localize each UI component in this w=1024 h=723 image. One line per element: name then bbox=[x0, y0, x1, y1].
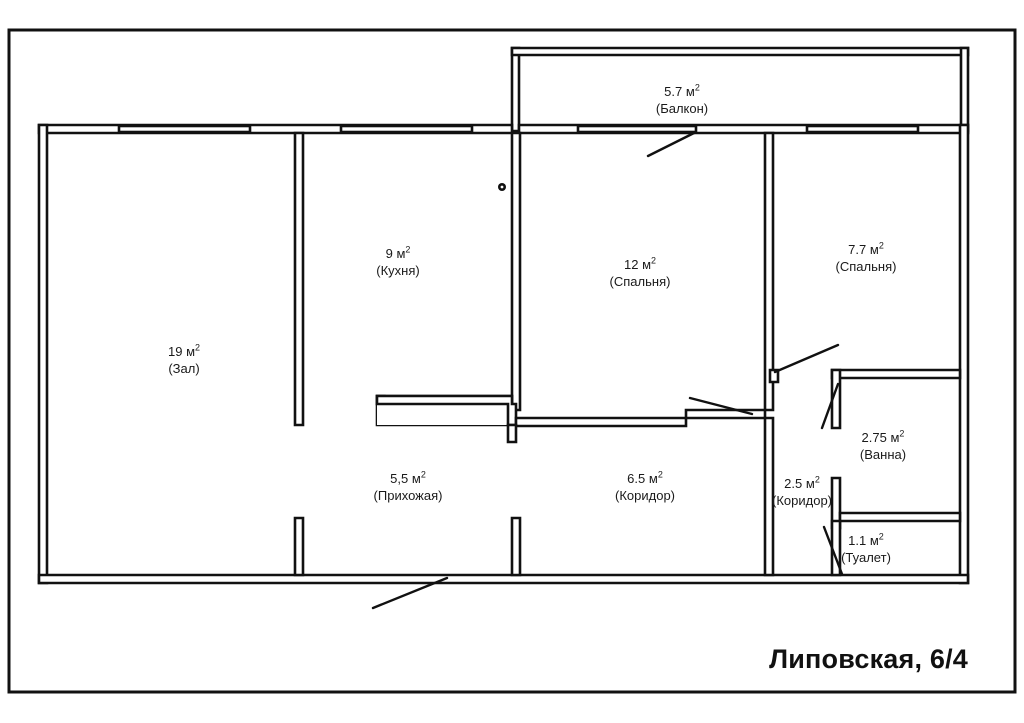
outer-wall-left bbox=[37, 123, 49, 585]
room-name-bedroom1: (Спальня) bbox=[609, 274, 671, 289]
room-label-balcony: 5.7 м2 (Балкон) bbox=[656, 83, 708, 117]
room-label-corridor2: 2.5 м2 (Коридор) bbox=[772, 475, 832, 509]
door-toilet bbox=[822, 525, 844, 576]
room-area-corridor2: 2.5 м2 bbox=[784, 474, 820, 491]
address-title: Липовская, 6/4 bbox=[769, 644, 968, 674]
door-bedroom2 bbox=[773, 343, 840, 374]
room-label-bathroom: 2.75 м2 (Ванна) bbox=[860, 429, 906, 463]
room-name-corridor2: (Коридор) bbox=[772, 493, 832, 508]
room-name-bathroom: (Ванна) bbox=[859, 447, 907, 462]
wall-entryway-corridor bbox=[510, 516, 522, 577]
wall-marker-dot-inner bbox=[500, 185, 504, 189]
room-label-corridor1: 6.5 м2 (Коридор) bbox=[615, 470, 675, 504]
room-name-corridor1: (Коридор) bbox=[615, 488, 675, 503]
room-area-bedroom1: 12 м2 bbox=[623, 255, 657, 272]
wall-corridor-top-right bbox=[514, 416, 688, 428]
room-area-hall: 19 м2 bbox=[167, 342, 201, 359]
door-bedroom1 bbox=[688, 396, 754, 416]
window-hall bbox=[117, 124, 252, 134]
room-label-toilet: 1.1 м2 (Туалет) bbox=[841, 532, 891, 566]
room-label-entryway: 5,5 м2 (Прихожая) bbox=[374, 470, 443, 504]
wall-bathroom-top bbox=[830, 368, 962, 380]
room-area-entryway: 5,5 м2 bbox=[390, 469, 426, 486]
window-bedroom2 bbox=[805, 124, 920, 134]
room-area-toilet: 1.1 м2 bbox=[848, 531, 884, 548]
door-entrance bbox=[371, 576, 449, 610]
room-label-bedroom2: 7.7 м2 (Спальня) bbox=[836, 241, 897, 275]
wall-corner-tick-bathroom bbox=[768, 368, 780, 384]
wall-corridor-corridor2 bbox=[763, 416, 775, 577]
room-label-hall: 19 м2 (Зал) bbox=[168, 343, 200, 377]
room-name-entryway: (Прихожая) bbox=[373, 488, 443, 503]
balcony-wall-right bbox=[959, 46, 970, 133]
room-name-toilet: (Туалет) bbox=[841, 550, 891, 565]
room-name-kitchen: (Кухня) bbox=[376, 263, 420, 278]
outer-wall-bottom bbox=[37, 573, 970, 585]
room-area-balcony: 5.7 м2 bbox=[664, 82, 700, 99]
room-label-bedroom1: 12 м2 (Спальня) bbox=[610, 256, 671, 290]
room-label-kitchen: 9 м2 (Кухня) bbox=[376, 245, 419, 279]
wall-hall-entryway-lower bbox=[293, 516, 305, 577]
room-name-balcony: (Балкон) bbox=[655, 101, 709, 116]
door-balcony bbox=[646, 131, 696, 158]
walls-group bbox=[37, 46, 970, 585]
window-balcony-door-bay bbox=[576, 124, 698, 134]
room-area-corridor1: 6.5 м2 bbox=[627, 469, 663, 486]
wall-bathroom-toilet-divider bbox=[838, 511, 962, 523]
image-frame bbox=[7, 28, 1017, 694]
room-name-bedroom2: (Спальня) bbox=[835, 259, 897, 274]
room-area-bedroom2: 7.7 м2 bbox=[848, 240, 884, 257]
room-area-kitchen: 9 м2 bbox=[385, 244, 411, 261]
wall-marker-group bbox=[498, 183, 506, 191]
wall-corridor-stub bbox=[506, 423, 518, 444]
wall-bedroom1-bedroom2 bbox=[763, 131, 775, 412]
balcony-wall-top bbox=[510, 46, 970, 57]
door-bathroom bbox=[820, 382, 840, 430]
wall-hall-kitchen-upper bbox=[293, 131, 305, 427]
balcony-wall-left bbox=[510, 46, 521, 133]
room-area-bathroom: 2.75 м2 bbox=[861, 428, 905, 445]
doors-group bbox=[371, 131, 844, 610]
wall-kitchen-bedroom1 bbox=[510, 131, 522, 412]
window-kitchen bbox=[339, 124, 474, 134]
room-name-hall: (Зал) bbox=[168, 361, 200, 376]
